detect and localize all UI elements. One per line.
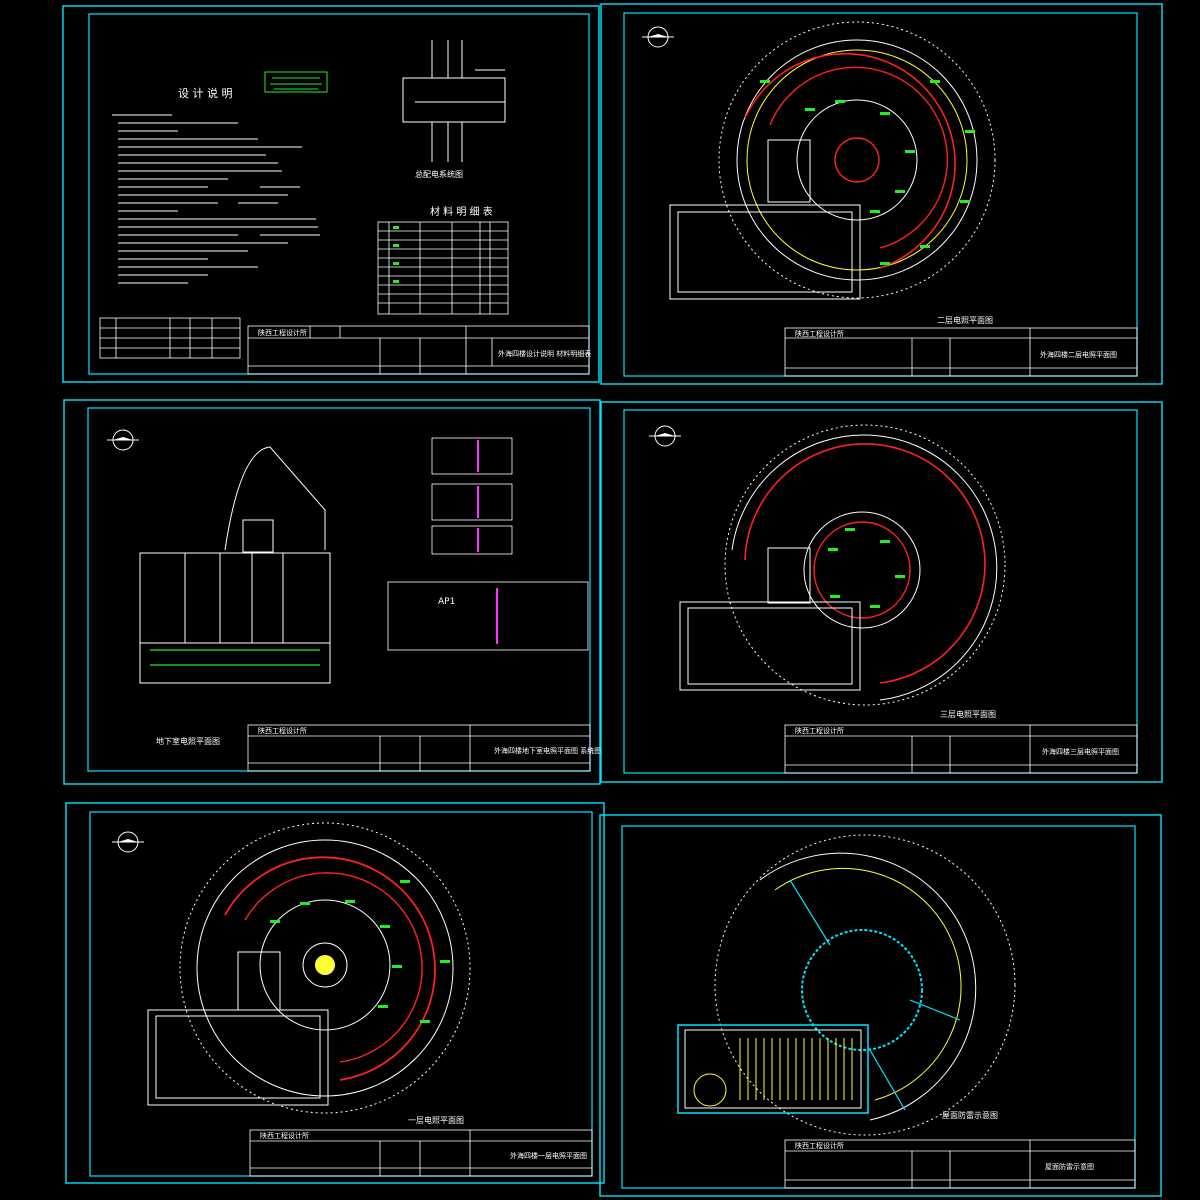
sheet-6-company: 陕西工程设计所	[795, 1141, 844, 1150]
sheet-3-basement: AP1 地下室电照平面图 陕西工程设计所 外海四楼地下室电照平面图 系统图	[63, 399, 601, 785]
sheet-1-outer-frame	[62, 5, 600, 383]
materials-table	[377, 221, 509, 315]
sheet-2-drawing-title: 二层电照平面图	[937, 315, 993, 325]
panel-ap1-label: AP1	[438, 597, 455, 607]
sheet-3-company: 陕西工程设计所	[258, 726, 307, 735]
sheet-6-sheet-name: 屋面防雷示意图	[1045, 1162, 1094, 1171]
materials-table-title: 材 料 明 细 表	[430, 205, 493, 218]
distribution-system-diagram	[402, 40, 506, 162]
sheet-5-sheet-name: 外海四楼一层电照平面图	[510, 1151, 587, 1160]
north-arrow-icon	[648, 425, 682, 447]
legend-box	[264, 71, 328, 93]
sheet-5-drawing-title: 一层电照平面图	[408, 1115, 464, 1125]
sheet-1-sheet-name: 外海四楼设计说明 材料明细表	[498, 349, 591, 358]
design-notes-text	[112, 114, 320, 284]
sheet-2-sheet-name: 外海四楼二层电照平面图	[1040, 350, 1117, 359]
sheet-1-company: 陕西工程设计所	[258, 328, 307, 337]
sheet-1-titleblock	[247, 325, 590, 375]
sheet-1-design-notes: 设 计 说 明 总配电系统图 材 料 明 细 表	[62, 5, 600, 383]
north-arrow-icon	[641, 26, 675, 48]
sheet-1-title: 设 计 说 明	[178, 86, 233, 100]
system-diagram-caption: 总配电系统图	[415, 169, 463, 179]
circuit-table	[99, 317, 241, 359]
north-arrow-icon	[111, 831, 145, 853]
panel-schedule-diagrams	[387, 437, 589, 651]
sheet-2-company: 陕西工程设计所	[795, 329, 844, 338]
sheet-2-second-floor: 二层电照平面图 陕西工程设计所 外海四楼二层电照平面图	[600, 3, 1163, 385]
sheet-4-company: 陕西工程设计所	[795, 726, 844, 735]
sheet-5-company: 陕西工程设计所	[260, 1131, 309, 1140]
sheet-1-inner-frame	[88, 13, 590, 375]
sheet-3-drawing-title: 地下室电照平面图	[156, 736, 220, 746]
north-arrow-icon	[106, 429, 140, 451]
sheet-4-drawing-title: 三层电照平面图	[940, 709, 996, 719]
sheet-5-first-floor: 一层电照平面图 陕西工程设计所 外海四楼一层电照平面图	[65, 802, 605, 1184]
roof-hatching	[739, 1038, 853, 1100]
sheet-6-roof-lightning: 屋面防雷示意图 陕西工程设计所 屋面防雷示意图	[599, 814, 1162, 1197]
sheet-6-drawing-title: 屋面防雷示意图	[942, 1110, 998, 1120]
sheet-4-sheet-name: 外海四楼三层电照平面图	[1042, 747, 1119, 756]
sheet-4-third-floor: 三层电照平面图 陕西工程设计所 外海四楼三层电照平面图	[600, 401, 1163, 783]
sheet-3-sheet-name: 外海四楼地下室电照平面图 系统图	[494, 746, 601, 755]
